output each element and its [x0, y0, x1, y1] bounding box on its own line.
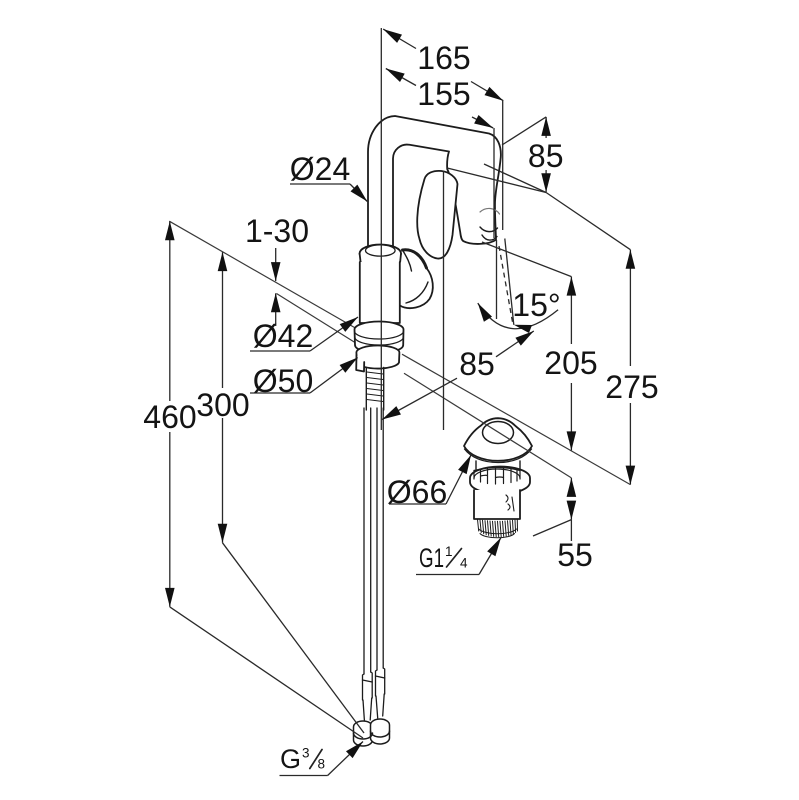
svg-text:3: 3: [302, 746, 310, 761]
svg-text:G1: G1: [419, 543, 444, 573]
svg-text:155: 155: [417, 76, 470, 112]
svg-text:Ø42: Ø42: [253, 318, 313, 354]
svg-text:8: 8: [318, 757, 326, 772]
svg-text:1-30: 1-30: [245, 213, 309, 249]
svg-text:1: 1: [445, 544, 453, 559]
svg-text:15°: 15°: [512, 287, 560, 323]
svg-text:275: 275: [605, 369, 658, 405]
svg-text:4: 4: [460, 556, 468, 571]
svg-text:300: 300: [196, 387, 249, 423]
svg-text:Ø24: Ø24: [290, 151, 350, 187]
svg-text:85: 85: [528, 138, 564, 174]
svg-text:Ø66: Ø66: [387, 474, 447, 510]
svg-text:460: 460: [143, 399, 196, 435]
svg-text:Ø50: Ø50: [253, 363, 313, 399]
svg-text:85: 85: [459, 346, 495, 382]
svg-text:205: 205: [544, 345, 597, 381]
svg-text:G: G: [280, 744, 301, 774]
svg-text:55: 55: [557, 537, 593, 573]
svg-text:165: 165: [417, 40, 470, 76]
